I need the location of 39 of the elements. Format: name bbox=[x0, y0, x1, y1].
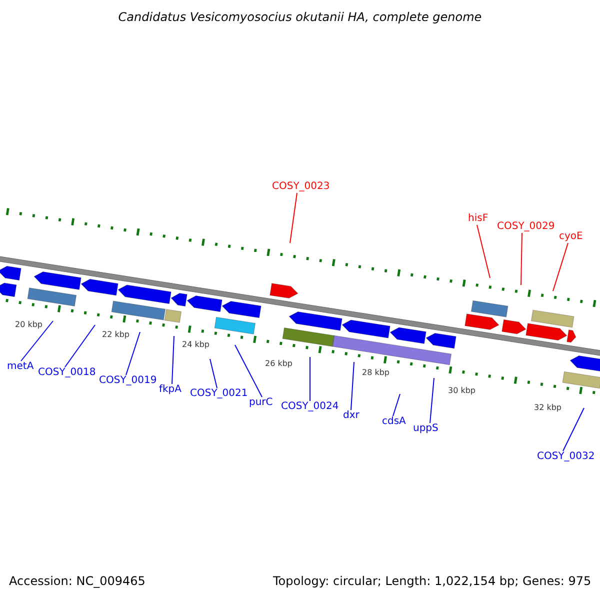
gene-label: dxr bbox=[343, 410, 360, 422]
gene-label: COSY_0018 bbox=[38, 367, 96, 379]
diagram-title: Candidatus Vesicomyosocius okutanii HA, complete genome bbox=[117, 11, 483, 24]
scale-label: 32 kbp bbox=[534, 403, 562, 413]
gene-label: COSY_0029 bbox=[497, 221, 555, 233]
leader-line bbox=[562, 408, 584, 452]
scale-label: 24 kbp bbox=[182, 340, 210, 350]
gene-label: COSY_0024 bbox=[281, 401, 339, 413]
gene-label: fkpA bbox=[159, 384, 182, 396]
gene-label: COSY_0032 bbox=[537, 451, 595, 463]
footer-text: Accession: NC_009465 bbox=[9, 575, 146, 588]
gene-label: metA bbox=[7, 361, 34, 373]
footer-text: Topology: circular; Length: 1,022,154 bp; Genes: 975 bbox=[273, 575, 592, 588]
scale-label: 22 kbp bbox=[102, 330, 130, 340]
scale-label: 28 kbp bbox=[362, 368, 390, 378]
leader-line bbox=[64, 324, 96, 368]
leader-line bbox=[430, 378, 434, 424]
gene-label: hisF bbox=[468, 213, 488, 225]
gene-label: COSY_0021 bbox=[190, 388, 248, 400]
leader-line bbox=[172, 336, 174, 384]
scale-label: 30 kbp bbox=[448, 386, 476, 396]
leader-line bbox=[20, 320, 54, 362]
leader-line bbox=[126, 332, 140, 376]
leader-line bbox=[552, 242, 568, 292]
gene-label: cdsA bbox=[382, 416, 406, 428]
gene-label: cyoE bbox=[559, 231, 583, 243]
leader-line bbox=[476, 224, 490, 278]
scale-label: 20 kbp bbox=[15, 320, 43, 330]
gene-label: uppS bbox=[413, 423, 438, 435]
leader-line bbox=[350, 362, 354, 410]
leader-line bbox=[234, 344, 262, 398]
leader-line bbox=[290, 192, 298, 244]
leader-line bbox=[392, 394, 400, 416]
gene-label: purC bbox=[249, 397, 273, 409]
leader-line bbox=[210, 358, 218, 388]
leader-line bbox=[520, 232, 522, 286]
gene-label: COSY_0023 bbox=[272, 181, 330, 193]
gene-label: COSY_0019 bbox=[99, 375, 157, 387]
scale-label: 26 kbp bbox=[265, 359, 293, 369]
